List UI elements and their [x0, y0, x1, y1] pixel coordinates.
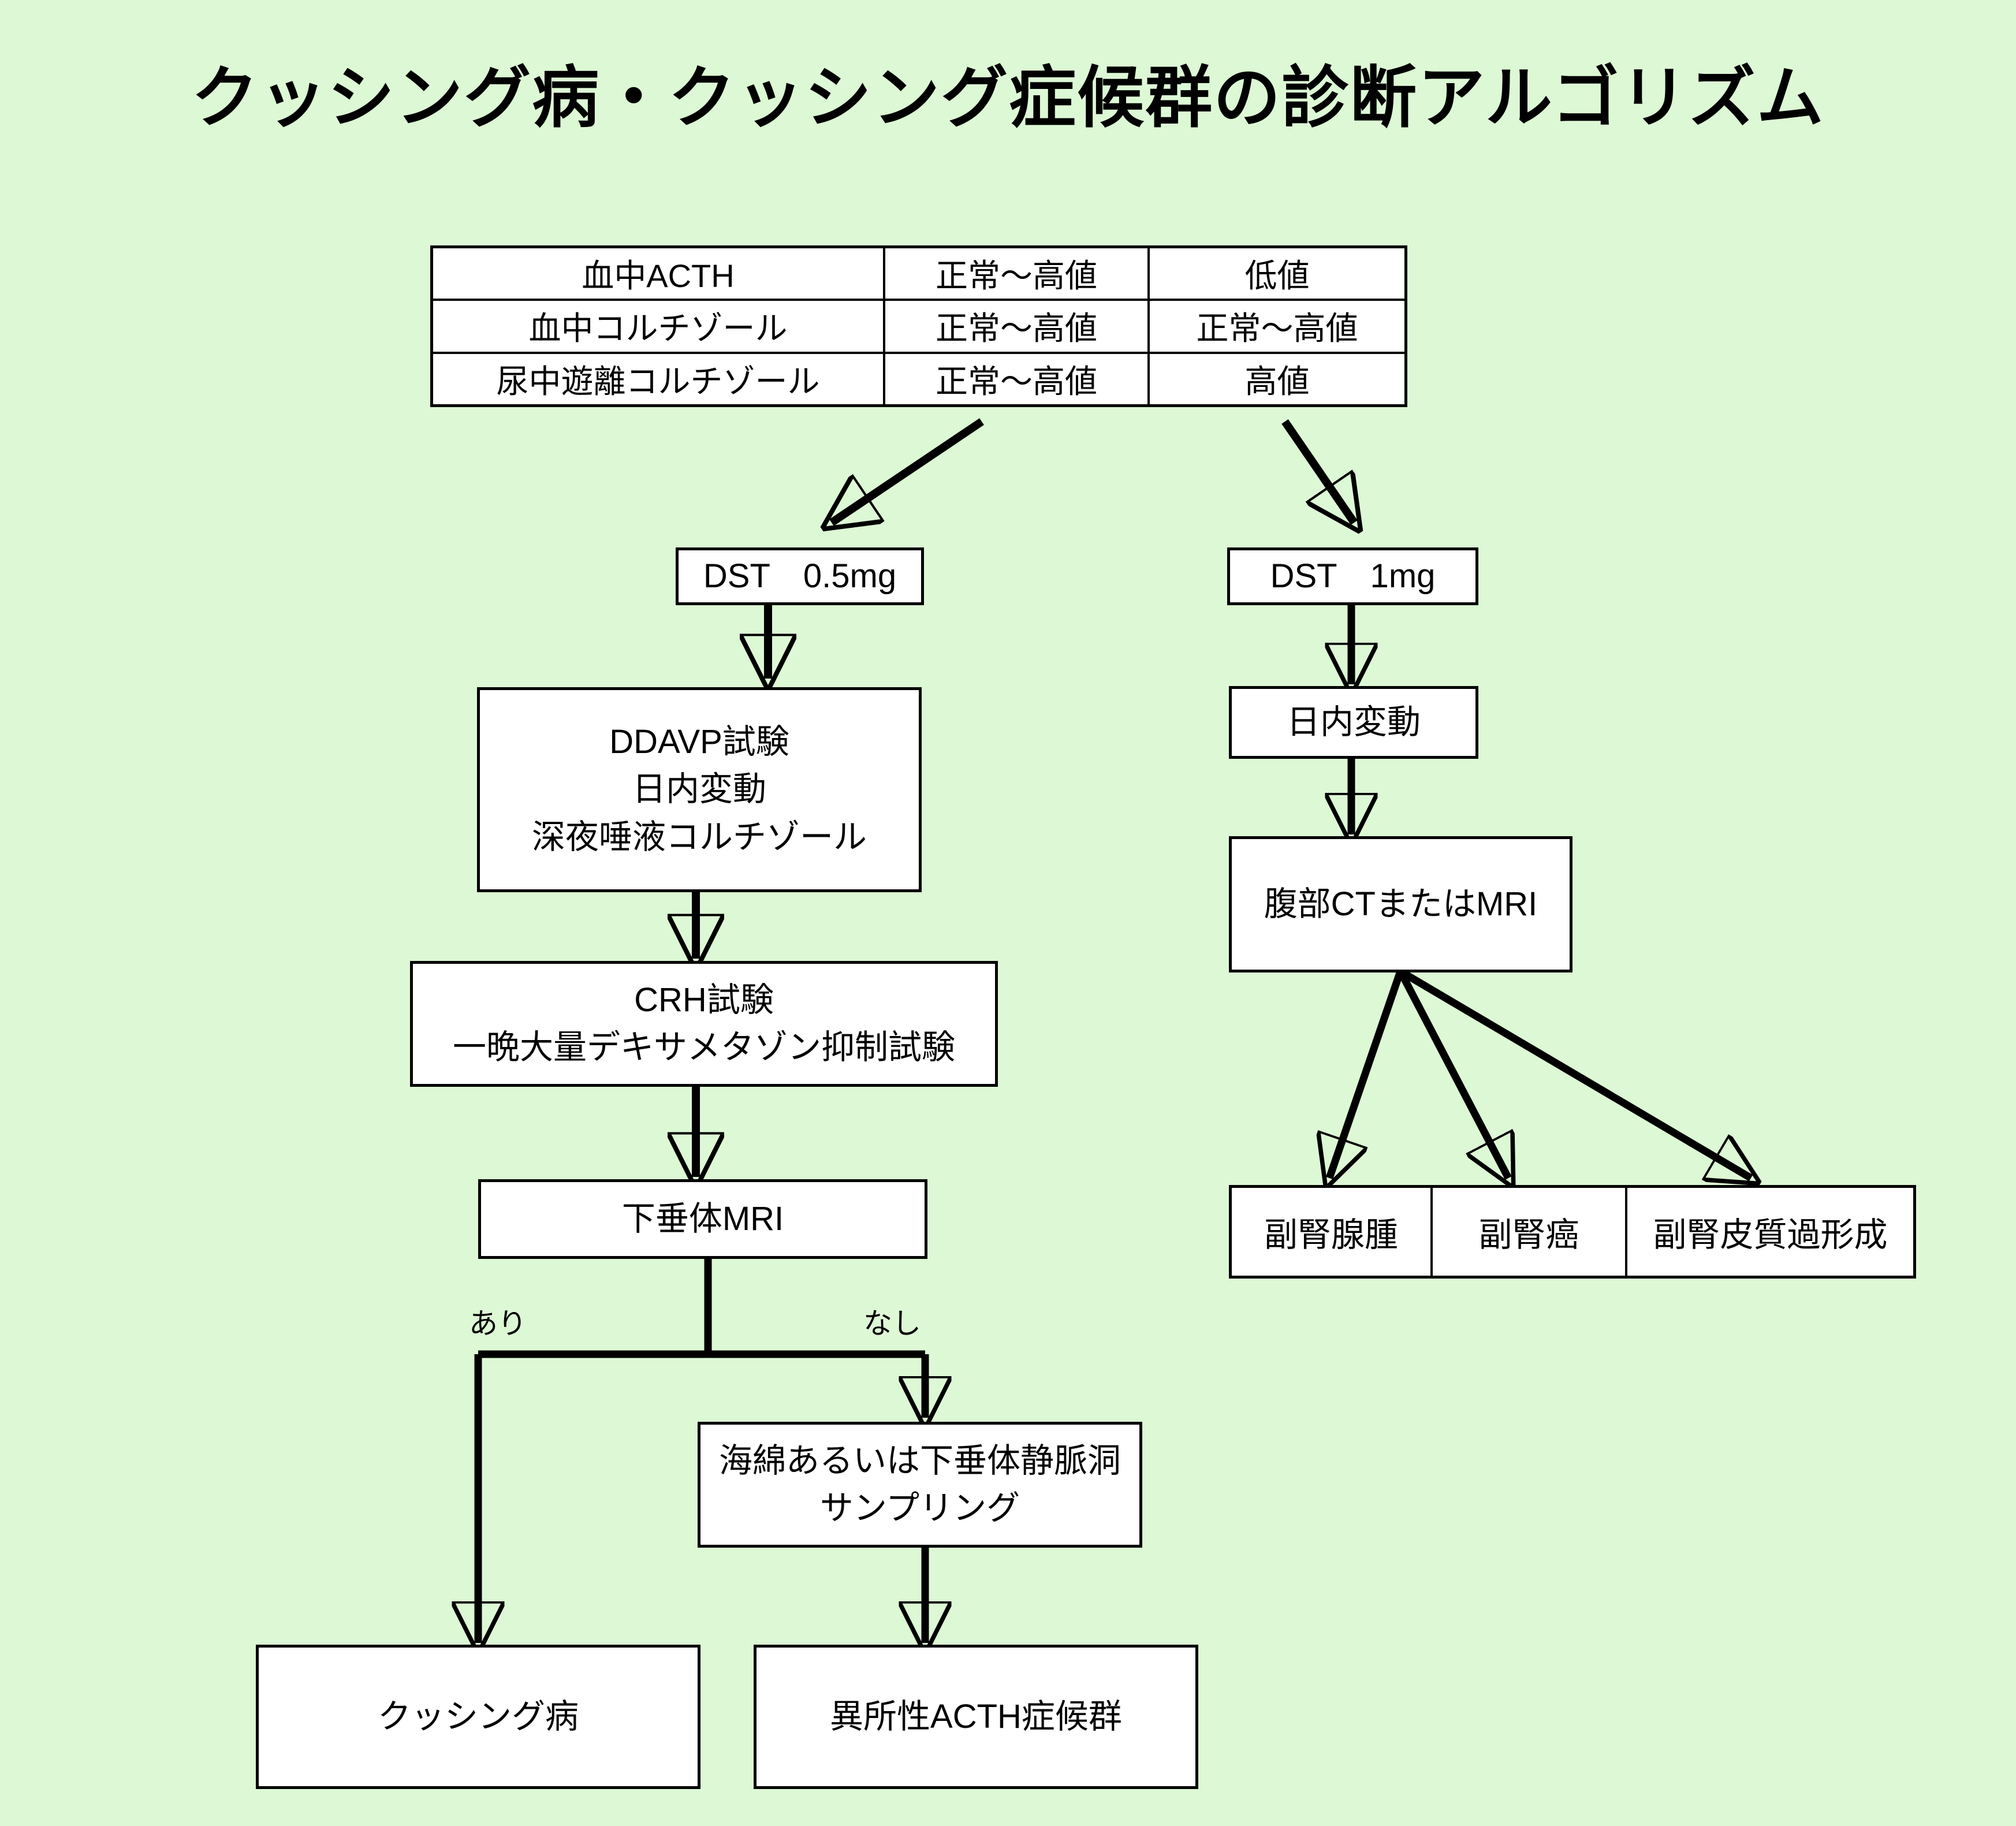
node-label-line2: 一晩大量デキサメタゾン抑制試験	[452, 1028, 955, 1066]
edge-imaging-to-carcinoma	[1397, 969, 1508, 1178]
node-crh-test: CRH試験 一晩大量デキサメタゾン抑制試験	[410, 961, 998, 1087]
edge-table-to-dst1	[1281, 419, 1354, 523]
node-label: 日内変動	[1286, 703, 1421, 741]
node-label: 異所性ACTH症候群	[830, 1697, 1122, 1735]
edge-imaging-to-hyperplasia	[1398, 968, 1751, 1178]
table-row: 血中コルチゾール 正常〜高値 正常〜高値	[433, 301, 1404, 354]
node-diurnal-variation: 日内変動	[1229, 686, 1478, 759]
branch-label-no: なし	[863, 1307, 921, 1340]
table-cell-acth-low: 高値	[1244, 363, 1310, 400]
edge-table-to-dst05	[832, 418, 984, 523]
node-label-line2: 日内変動	[632, 770, 766, 808]
node-label: クッシング病	[377, 1697, 579, 1735]
edge-imaging-to-adenoma	[1329, 970, 1404, 1178]
branch-label-yes: あり	[469, 1307, 527, 1340]
node-label-line1: DDAVP試験	[609, 722, 789, 761]
page-title: クッシング病・クッシング症候群の診断アルゴリズム	[191, 60, 1825, 135]
table-cell-acth-high: 正常〜高値	[885, 301, 1150, 352]
node-outcome-ectopic-acth: 異所性ACTH症候群	[754, 1645, 1198, 1789]
node-dst-1mg: DST 1mg	[1227, 547, 1478, 605]
node-outcome-adrenal-hyperplasia: 副腎皮質過形成	[1653, 1216, 1888, 1254]
node-label-line2: サンプリング	[819, 1489, 1020, 1527]
table-row: 血中ACTH 正常〜高値 低値	[433, 248, 1404, 301]
table-cell-acth-high: 正常〜高値	[885, 248, 1150, 299]
node-pituitary-mri: 下垂体MRI	[478, 1179, 927, 1259]
node-sinus-sampling: 海綿あるいは下垂体静脈洞 サンプリング	[698, 1422, 1142, 1548]
adrenal-outcomes-strip: 副腎腺腫 副腎癌 副腎皮質過形成	[1229, 1185, 1916, 1279]
node-outcome-adrenal-carcinoma: 副腎癌	[1433, 1188, 1627, 1276]
node-label: DST 0.5mg	[703, 557, 897, 595]
node-label: 下垂体MRI	[621, 1199, 784, 1238]
node-ddavp-test: DDAVP試験 日内変動 深夜唾液コルチゾール	[477, 687, 922, 892]
table-cell-acth-high: 正常〜高値	[885, 353, 1150, 404]
node-label: 腹部CTまたはMRI	[1264, 885, 1538, 923]
node-label-line1: 海綿あるいは下垂体静脈洞	[718, 1441, 1121, 1480]
table-row: 尿中遊離コルチゾール 正常〜高値 高値	[433, 353, 1404, 404]
table-cell-label: 血中ACTH	[433, 248, 885, 299]
node-label: DST 1mg	[1270, 557, 1436, 595]
node-label-line1: CRH試験	[634, 981, 774, 1019]
table-cell-acth-low: 正常〜高値	[1196, 310, 1358, 347]
node-abdominal-ct-mri: 腹部CTまたはMRI	[1229, 836, 1572, 972]
node-dst-0-5mg: DST 0.5mg	[676, 547, 924, 605]
node-outcome-adrenal-adenoma: 副腎腺腫	[1232, 1188, 1433, 1276]
node-outcome-cushing-disease: クッシング病	[256, 1645, 700, 1789]
table-cell-label: 尿中遊離コルチゾール	[433, 353, 885, 404]
table-cell-acth-low: 低値	[1244, 258, 1310, 295]
lab-findings-table: 血中ACTH 正常〜高値 低値 血中コルチゾール 正常〜高値 正常〜高値 尿中遊…	[430, 245, 1407, 407]
table-cell-label: 血中コルチゾール	[433, 301, 885, 352]
node-label-line3: 深夜唾液コルチゾール	[531, 818, 867, 856]
